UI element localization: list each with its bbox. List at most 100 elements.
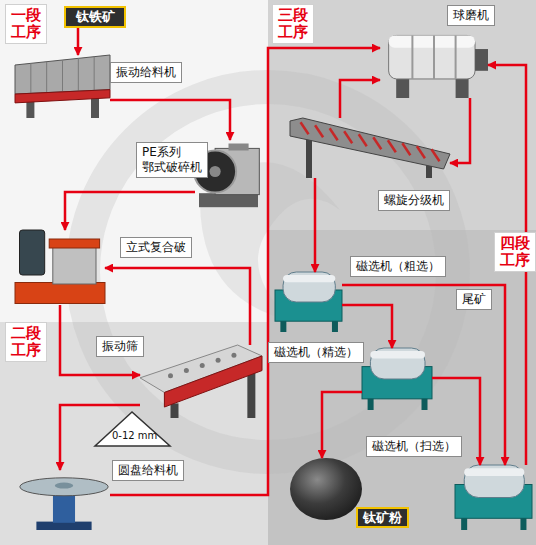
ball-illustration [290, 458, 362, 520]
mill-highlight [389, 35, 475, 47]
vcr-illustration [15, 230, 105, 305]
separator-leg [461, 517, 467, 530]
flow-arrow [314, 178, 317, 272]
separator-drum [370, 348, 425, 379]
separator-leg [422, 398, 428, 410]
separator-leg [520, 517, 526, 530]
machine-node: 磁选机（扫选） [455, 465, 532, 530]
flywheel-hub [210, 166, 221, 177]
machine-label: 圆盘给料机 [112, 460, 184, 481]
mill-support [456, 79, 469, 98]
separator-drum [464, 465, 524, 498]
machine-label: 球磨机 [447, 5, 495, 26]
crusher-base [15, 283, 105, 304]
watermark-ring [83, 87, 453, 457]
crusher-chamber [53, 247, 96, 285]
flow-arrow [340, 80, 380, 118]
zone-two-bg [0, 322, 268, 545]
flow-arrow [105, 268, 250, 345]
classifier-spiral [373, 137, 381, 149]
classifier-trough [290, 118, 450, 169]
machine-node: 球磨机 [380, 30, 488, 98]
drum-highlight [370, 351, 425, 358]
tag-label: 钛矿粉 [356, 507, 409, 528]
size-triangle [95, 412, 170, 446]
feeder-illustration [15, 55, 110, 118]
screen-frame [164, 356, 262, 407]
mill-drum [389, 35, 475, 79]
classifier-spiral [344, 131, 352, 143]
feeder-leg [91, 97, 99, 118]
flow-arrow [110, 48, 380, 495]
classifier-spiral [388, 140, 396, 152]
stage-label: 二段工序 [5, 322, 47, 362]
ore-powder [290, 458, 362, 520]
feeder-disc [20, 478, 108, 496]
mill-ring [433, 35, 435, 79]
mag-illustration [275, 272, 342, 332]
machine-label: 振动筛 [96, 336, 144, 357]
feeder-grate [62, 60, 63, 92]
screen-hole [184, 368, 189, 373]
stage-label: 四段工序 [494, 232, 536, 272]
machine-label: 螺旋分级机 [378, 190, 450, 211]
machine-label: PE系列 鄂式破碎机 [136, 142, 208, 178]
classifier-spiral [402, 143, 410, 155]
classifier-spiral [359, 134, 367, 146]
feeder-grate [94, 57, 95, 91]
feeder-grate [46, 62, 47, 93]
feeder-frame [15, 90, 110, 103]
mill-support [396, 79, 409, 98]
separator-drum [283, 272, 335, 302]
cls-illustration [290, 118, 450, 178]
separator-leg [368, 398, 374, 410]
flow-arrow [110, 100, 230, 140]
size-dimension: 0-12 mm [112, 430, 157, 441]
flow-arrow [450, 98, 470, 163]
classifier-spiral [417, 146, 425, 158]
classifier-leg [306, 136, 312, 178]
mag-illustration [362, 348, 432, 410]
machine-node: 磁选机（粗选） [275, 272, 342, 332]
flow-arrow [342, 285, 505, 465]
tag-label: 钛铁矿 [64, 6, 126, 28]
stage-label: 一段工序 [5, 4, 47, 44]
machine-node: PE系列 鄂式破碎机 [195, 140, 262, 210]
separator-leg [280, 320, 286, 332]
crusher-top [49, 239, 99, 248]
machine-label: 磁选机（扫选） [366, 436, 462, 457]
screen-hole [168, 373, 173, 378]
feeder-leg [26, 100, 34, 118]
screen-illustration [140, 345, 262, 418]
classifier-spiral [315, 125, 323, 137]
mill-ring [411, 35, 413, 79]
machine-node: 钛矿粉 [290, 458, 362, 520]
edge-label: 尾矿 [456, 289, 492, 310]
machine-label: 磁选机（粗选） [350, 256, 446, 277]
mill-ring [455, 35, 457, 79]
screen-hole [216, 358, 221, 363]
machine-label: 磁选机（精选） [268, 342, 364, 363]
screen-leg [171, 403, 179, 418]
crusher-hopper [229, 144, 249, 151]
mill-drive [475, 49, 488, 71]
screen-hole [200, 363, 205, 368]
feeder-hub [55, 483, 73, 489]
flow-arrow [65, 192, 195, 230]
flow-arrow [77, 28, 80, 55]
machine-label: 立式复合破 [120, 237, 192, 258]
drum-highlight [464, 468, 524, 476]
crusher-base [199, 193, 258, 207]
input-tag: 钛铁矿 [64, 6, 126, 28]
separator-leg [332, 320, 338, 332]
machine-node: 圆盘给料机 [18, 470, 110, 530]
disc-illustration [18, 470, 110, 530]
classifier-spiral [330, 128, 338, 140]
mill-illustration [380, 30, 488, 98]
zone-four-bg [268, 230, 536, 545]
feeder-grate [30, 63, 31, 93]
machine-label: 振动给料机 [110, 62, 182, 83]
drum-highlight [283, 275, 335, 282]
flow-arrow [322, 392, 362, 458]
